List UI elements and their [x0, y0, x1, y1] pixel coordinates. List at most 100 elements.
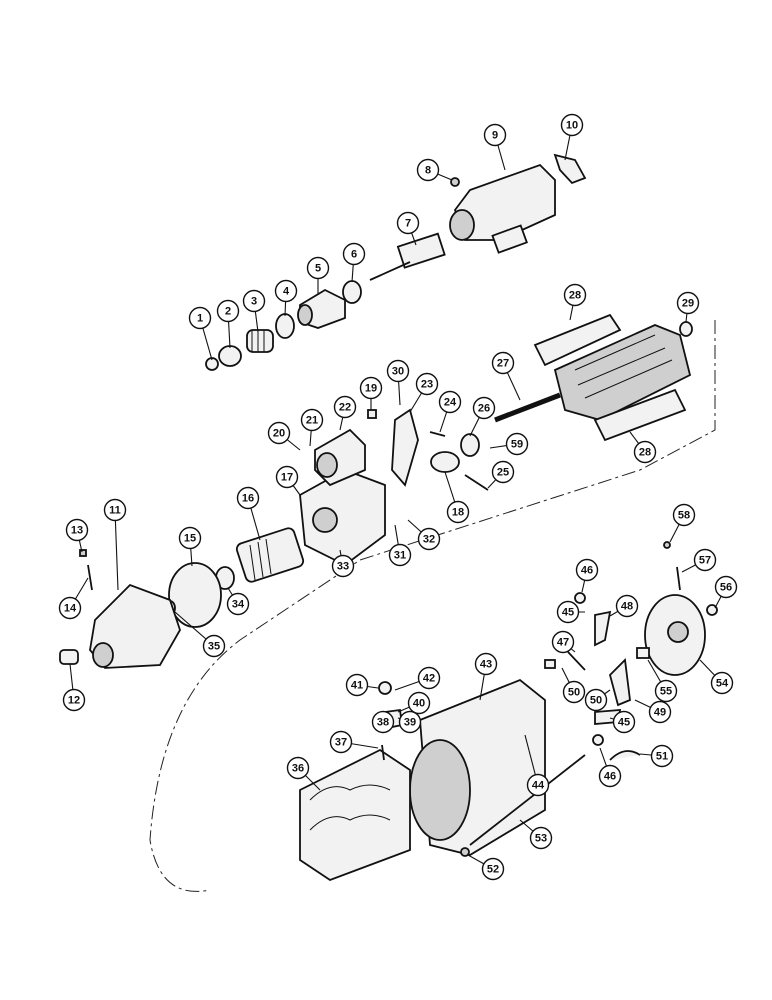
callout-circle-48 — [615, 594, 639, 618]
callout-circle-23 — [415, 372, 439, 396]
callout-number-22: 22 — [339, 402, 351, 414]
bushing-18 — [430, 451, 460, 473]
callout-circle-26 — [472, 396, 496, 420]
callout-circle-24 — [438, 390, 462, 414]
callout-number-15: 15 — [184, 533, 196, 545]
nut-19 — [367, 409, 377, 419]
terminal-37 — [381, 744, 385, 761]
callout-number-31: 31 — [394, 550, 406, 562]
nut-52 — [460, 847, 470, 857]
bushing-22 — [314, 428, 366, 487]
callout-circle-43 — [474, 652, 498, 676]
callout-circle-40 — [407, 691, 431, 715]
callout-number-33: 33 — [337, 561, 349, 573]
callout-number-50: 50 — [590, 695, 602, 707]
callout-number-17: 17 — [281, 472, 293, 484]
callout-circle-15 — [178, 526, 202, 550]
callout-number-47: 47 — [557, 637, 569, 649]
callout-circle-38 — [371, 710, 395, 734]
callout-number-2: 2 — [225, 306, 231, 318]
spring-3 — [246, 329, 274, 353]
callout-number-21: 21 — [306, 415, 318, 427]
washer-26 — [460, 433, 480, 457]
callout-circle-13 — [65, 518, 89, 542]
washer-4 — [275, 313, 295, 339]
callout-number-9: 9 — [492, 130, 498, 142]
callout-circle-46 — [575, 558, 599, 582]
bushing-12 — [59, 649, 79, 665]
callout-number-51: 51 — [656, 751, 668, 763]
callout-circle-4 — [274, 279, 298, 303]
callout-circle-37 — [329, 730, 353, 754]
callout-circle-50 — [584, 688, 608, 712]
callout-circle-7 — [396, 211, 420, 235]
callout-circle-22 — [333, 395, 357, 419]
screw-24 — [429, 431, 446, 437]
callout-circle-56 — [714, 575, 738, 599]
callout-number-11: 11 — [109, 505, 121, 517]
callout-number-6: 6 — [351, 249, 357, 261]
shift-lever-23 — [391, 408, 419, 487]
callout-circle-12 — [62, 688, 86, 712]
solenoid-terminal-bracket — [553, 153, 587, 185]
callout-number-53: 53 — [535, 833, 547, 845]
callout-circle-50 — [562, 680, 586, 704]
callout-number-30: 30 — [392, 366, 404, 378]
callout-number-18: 18 — [452, 507, 464, 519]
callout-circle-17 — [275, 465, 299, 489]
callout-number-40: 40 — [413, 698, 425, 710]
pin-25 — [464, 474, 489, 491]
armature — [494, 324, 692, 423]
callout-number-10: 10 — [566, 120, 578, 132]
callout-circle-55 — [654, 679, 678, 703]
callout-circle-44 — [526, 773, 550, 797]
callout-circle-33 — [331, 554, 355, 578]
callout-number-36: 36 — [292, 763, 304, 775]
callout-number-45: 45 — [618, 717, 630, 729]
callout-number-56: 56 — [720, 582, 732, 594]
callout-circle-52 — [481, 857, 505, 881]
callout-number-29: 29 — [682, 298, 694, 310]
screw-58 — [663, 541, 671, 549]
callout-circle-19 — [359, 376, 383, 400]
callout-circle-47 — [551, 630, 575, 654]
lead-51 — [609, 750, 641, 761]
callout-circle-21 — [300, 408, 324, 432]
drive-end-housing-33 — [299, 469, 386, 567]
callout-circle-36 — [286, 756, 310, 780]
callout-number-26: 26 — [478, 403, 490, 415]
callout-number-37: 37 — [335, 737, 347, 749]
callout-number-12: 12 — [68, 695, 80, 707]
callout-circle-2 — [216, 299, 240, 323]
callout-circle-41 — [345, 673, 369, 697]
callout-number-39: 39 — [404, 717, 416, 729]
plunger — [369, 232, 446, 281]
callout-circle-27 — [491, 351, 515, 375]
callout-number-38: 38 — [377, 717, 389, 729]
brush-shoe-upper — [533, 313, 622, 367]
callout-number-54: 54 — [716, 678, 729, 690]
brush-shoe-lower — [593, 388, 687, 442]
callout-circle-28 — [633, 440, 657, 464]
callout-number-13: 13 — [71, 525, 83, 537]
callout-number-5: 5 — [315, 263, 321, 275]
callout-circle-34 — [226, 592, 250, 616]
callout-number-44: 44 — [532, 780, 545, 792]
brush-47 — [567, 651, 586, 671]
callout-circle-9 — [483, 123, 507, 147]
callout-circle-45 — [556, 600, 580, 624]
boot-5 — [297, 288, 346, 329]
nose-housing-11 — [89, 583, 181, 669]
callout-number-4: 4 — [283, 286, 290, 298]
seal-ring-15 — [168, 562, 222, 628]
nut-41 — [378, 681, 392, 695]
callout-number-55: 55 — [660, 686, 672, 698]
callout-number-42: 42 — [423, 673, 435, 685]
callout-circle-35 — [202, 634, 226, 658]
callout-circle-32 — [417, 527, 441, 551]
callout-number-32: 32 — [423, 534, 435, 546]
callout-number-19: 19 — [365, 383, 377, 395]
solenoid-housing — [449, 163, 556, 254]
callout-number-8: 8 — [425, 165, 431, 177]
plug-56 — [706, 604, 718, 616]
